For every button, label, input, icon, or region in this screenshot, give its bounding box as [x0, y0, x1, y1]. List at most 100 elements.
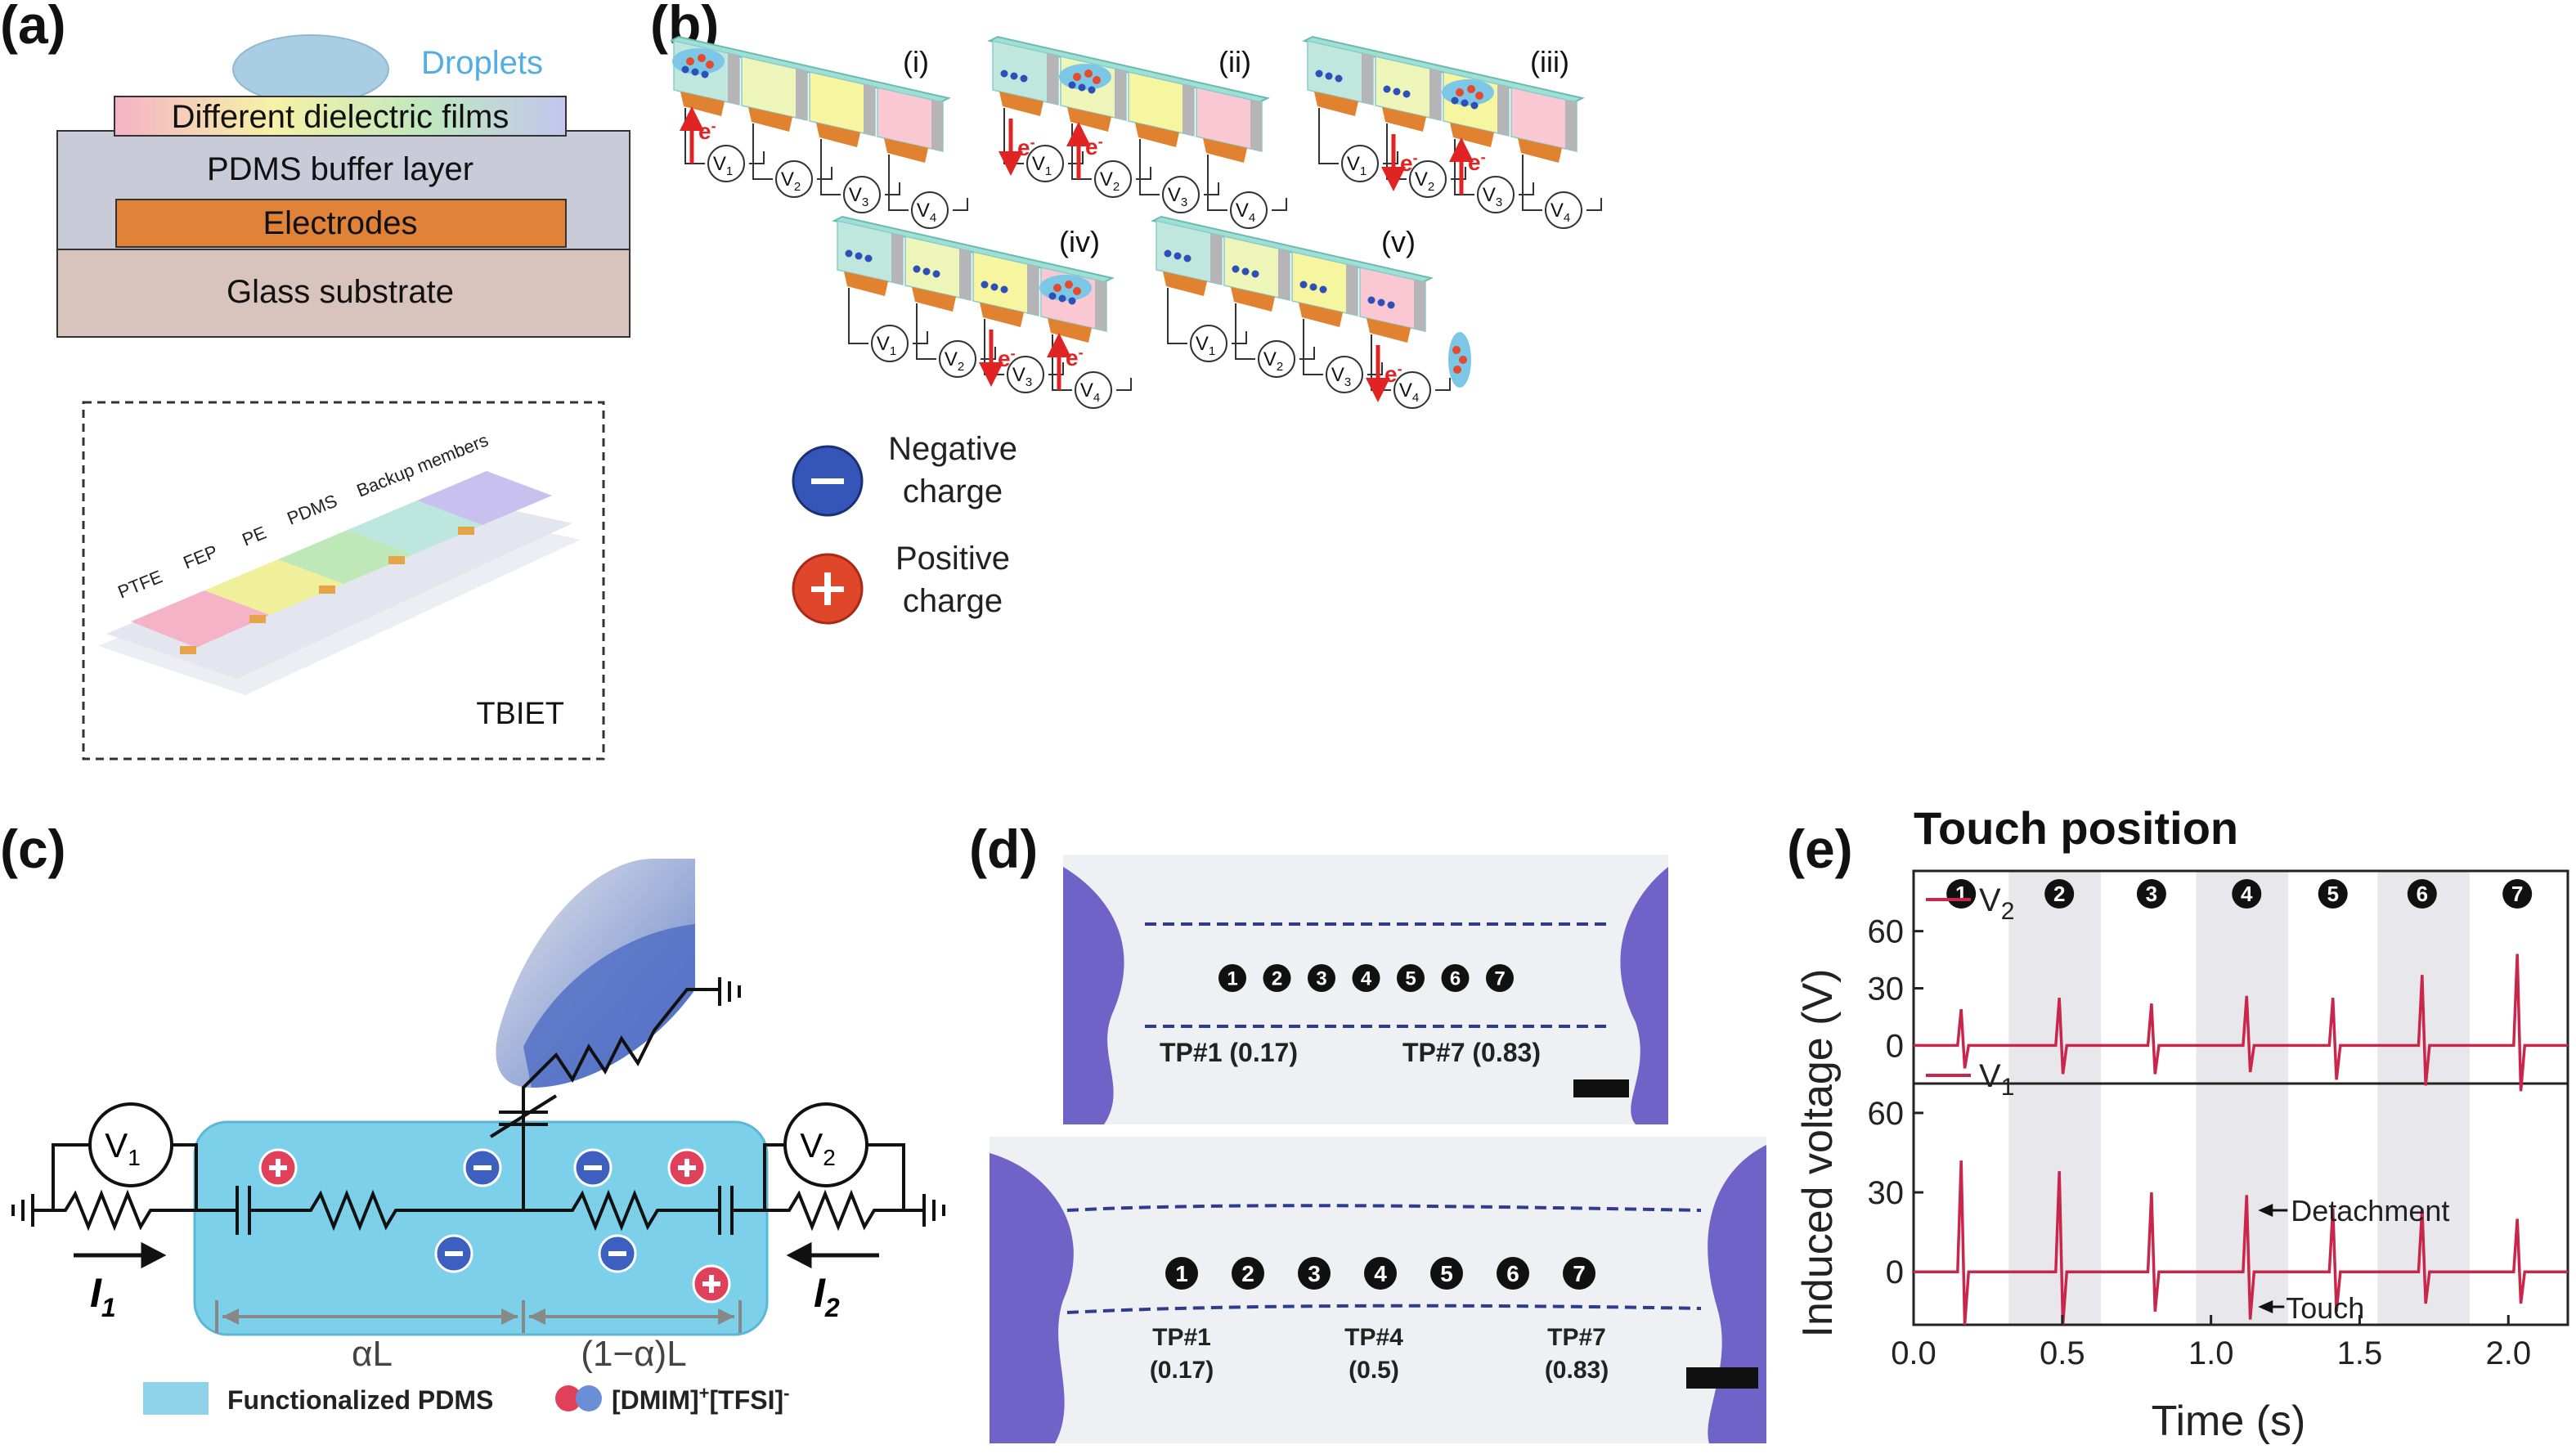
- touch-point-label-5: 5: [1405, 968, 1416, 990]
- voltmeter-label-3: V3: [1331, 364, 1351, 389]
- film-fep: [204, 559, 343, 615]
- v2-label: V2: [800, 1126, 836, 1170]
- voltmeter-1: [707, 145, 745, 182]
- touch-point-1: [1218, 964, 1246, 992]
- top-tp7: TP#7 (0.83): [1402, 1038, 1541, 1067]
- current-i1: I1: [90, 1270, 116, 1322]
- touch-position-label-3: 3: [2146, 882, 2157, 906]
- touch-position-7: [2502, 879, 2533, 909]
- touch-position-label-4: 4: [2241, 882, 2253, 906]
- x-tick-label: 0.0: [1891, 1335, 1936, 1371]
- legend-anion-icon: [576, 1385, 602, 1411]
- x-tick-label: 1.0: [2188, 1335, 2234, 1371]
- touch-position-4: [2232, 879, 2262, 909]
- voltmeter-3: [1162, 176, 1200, 213]
- touch-point-7: [1563, 1257, 1595, 1290]
- touch-point-5: [1397, 964, 1425, 992]
- touch-point-7: [1486, 964, 1514, 992]
- pdms-body: [193, 1120, 769, 1336]
- touch-point-label-5: 5: [1440, 1261, 1453, 1286]
- voltmeter-1: [1190, 325, 1227, 362]
- touch-point-4: [1352, 964, 1380, 992]
- current-i2: I2: [814, 1270, 840, 1322]
- stage-label-3: (iii): [1530, 45, 1569, 79]
- trace-v2: [1914, 954, 2568, 1092]
- touch-position-label-5: 5: [2327, 882, 2338, 906]
- touch-band: [2008, 871, 2102, 1325]
- stage-label-2: (ii): [1218, 45, 1251, 79]
- touch-point-label-1: 1: [1175, 1261, 1188, 1286]
- annotation-touch: Touch: [2286, 1291, 2364, 1325]
- film-label-pdms: PDMS: [285, 491, 340, 529]
- legend-positive-line1: Positive: [895, 541, 1010, 577]
- touch-point-label-3: 3: [1316, 968, 1326, 990]
- droplet-shape: [232, 34, 389, 105]
- voltmeter-v1: [88, 1102, 173, 1187]
- trace-v1: [1914, 1160, 2568, 1326]
- touch-point-label-6: 6: [1450, 968, 1461, 990]
- touch-point-label-4: 4: [1361, 968, 1372, 990]
- bot-tp1-b: (0.17): [1150, 1357, 1214, 1384]
- charge-legend: Negative charge Positive charge: [792, 431, 1017, 625]
- touch-point-5: [1430, 1257, 1463, 1290]
- electron-label: e-: [1468, 149, 1486, 175]
- legend-negative-line1: Negative: [888, 431, 1017, 467]
- voltmeter-v2: [783, 1102, 868, 1187]
- x-tick-label: 0.5: [2040, 1335, 2085, 1371]
- panel-label-e: (e): [1787, 819, 1853, 879]
- film-label-ptfe: PTFE: [115, 566, 166, 602]
- voltmeter-3: [1007, 356, 1044, 393]
- x-axis-label: Time (s): [2152, 1398, 2306, 1445]
- voltmeter-4: [911, 191, 949, 229]
- bot-tp7-a: TP#7: [1547, 1324, 1606, 1351]
- touch-point-2: [1232, 1257, 1264, 1290]
- legend-cation-icon: [555, 1385, 581, 1411]
- touch-point-label-7: 7: [1573, 1261, 1586, 1286]
- legend-ions-text: [DMIM]+[TFSI]-: [612, 1383, 789, 1415]
- touch-point-label-2: 2: [1272, 968, 1282, 990]
- voltmeter-2: [1409, 160, 1447, 198]
- touch-position-3: [2136, 879, 2166, 909]
- touch-point-6: [1441, 964, 1470, 992]
- electron-label: e-: [698, 118, 716, 144]
- layer-label-glass: Glass substrate: [227, 274, 454, 310]
- panel-c-circuit: V1 V2 I1 I2 αL (1−α)L Functionalized PDM…: [11, 859, 945, 1415]
- voltmeter-4: [1545, 191, 1582, 229]
- touch-point-label-1: 1: [1227, 968, 1237, 990]
- stage-label-5: (v): [1381, 225, 1416, 258]
- droplets-label: Droplets: [421, 45, 543, 81]
- layer-label-films: Different dielectric films: [172, 99, 509, 135]
- touch-point-label-2: 2: [1241, 1261, 1254, 1286]
- y-tick-label: 0: [1886, 1028, 1904, 1064]
- film-backup: [417, 471, 552, 525]
- legend-negative-line2: charge: [903, 473, 1003, 509]
- voltmeter-2: [1258, 340, 1295, 378]
- film-pe: [278, 530, 413, 584]
- v1-label: V1: [105, 1126, 141, 1170]
- scale-bar-bottom: [1686, 1367, 1758, 1389]
- scale-bar-top: [1573, 1079, 1629, 1097]
- bot-tp1-a: TP#1: [1152, 1324, 1211, 1351]
- touch-point-label-6: 6: [1506, 1261, 1519, 1286]
- chart-title: Touch position: [1914, 802, 2238, 854]
- voltmeter-3: [1326, 356, 1363, 393]
- voltmeter-3: [843, 176, 881, 213]
- legend-pdms-swatch: [143, 1382, 209, 1415]
- stage-label-1: (i): [903, 45, 929, 79]
- touch-point-4: [1364, 1257, 1397, 1290]
- x-tick-label: 1.5: [2337, 1335, 2383, 1371]
- y-axis-label: Induced voltage (V): [1794, 969, 1842, 1338]
- voltmeter-1: [1341, 145, 1379, 182]
- legend-pdms-text: Functionalized PDMS: [227, 1385, 493, 1415]
- bot-tp4-b: (0.5): [1349, 1357, 1399, 1384]
- y-tick-label: 30: [1868, 972, 1905, 1007]
- touch-position-label-6: 6: [2417, 882, 2428, 906]
- annotation-detachment: Detachment: [2291, 1194, 2449, 1227]
- voltmeter-label-2: V2: [1263, 348, 1283, 374]
